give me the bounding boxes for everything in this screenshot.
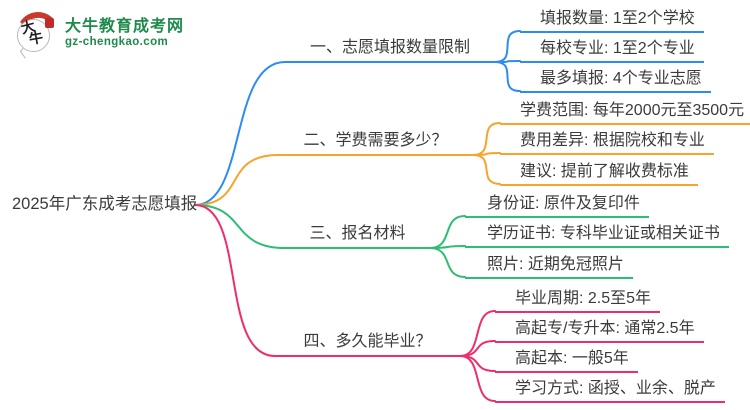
leaf-node: 每校专业: 1至2个专业 — [520, 37, 704, 63]
leaf-node: 照片: 近期免冠照片 — [465, 253, 633, 279]
root-topic: 2025年广东成考志愿填报 — [12, 195, 198, 213]
branch-curve — [459, 355, 496, 372]
branch-topic-2: 二、学费需要多少？ — [278, 129, 473, 156]
branch-curve — [459, 355, 496, 402]
branch-curve — [429, 247, 466, 278]
branch-topic-3: 三、报名材料 — [285, 222, 430, 249]
ox-logo-icon: 大 牛 — [13, 9, 61, 59]
branch-curve — [459, 340, 496, 357]
branch-topic-1: 一、志愿填报数量限制 — [285, 36, 495, 63]
leaf-node: 学费范围: 每年2000元至3500元 — [500, 99, 750, 125]
branch-curve — [194, 154, 279, 206]
leaf-node: 身份证: 原件及复印件 — [465, 192, 649, 218]
branch-curve — [194, 204, 276, 357]
logo-red-seal — [45, 18, 54, 28]
logo-domain: gz-chengkao.com — [65, 36, 169, 48]
branch-curve — [194, 204, 286, 249]
leaf-node: 费用差异: 根据院校和专业 — [500, 129, 714, 155]
logo-bubble — [17, 19, 50, 52]
leaf-node: 最多填报: 4个专业志愿 — [520, 67, 711, 93]
leaf-node: 高起专/专升本: 通常2.5年 — [495, 317, 704, 343]
leaf-node: 建议: 提前了解收费标准 — [500, 160, 698, 186]
leaf-node: 学习方式: 函授、业余、脱产 — [495, 377, 725, 403]
branch-curve — [194, 61, 286, 206]
branch-curve — [429, 215, 466, 249]
leaf-node: 填报数量: 1至2个学校 — [520, 7, 704, 33]
logo-title: 大牛教育成考网 — [65, 18, 185, 35]
branch-curve — [472, 154, 501, 185]
leaf-node: 高起本: 一般5年 — [495, 347, 638, 373]
branch-curve — [494, 61, 521, 92]
leaf-node: 毕业周期: 2.5至5年 — [495, 287, 661, 313]
leaf-node: 学历证书: 专科毕业证或相关证书 — [465, 222, 729, 248]
logo-char-bottom: 牛 — [27, 28, 45, 48]
site-logo: 大 牛 大牛教育成考网 gz-chengkao.com — [13, 9, 184, 59]
branch-curve — [494, 30, 521, 63]
logo-text-block: 大牛教育成考网 gz-chengkao.com — [65, 17, 184, 49]
branch-curve — [472, 122, 501, 156]
branch-topic-4: 四、多久能毕业？ — [275, 330, 460, 357]
